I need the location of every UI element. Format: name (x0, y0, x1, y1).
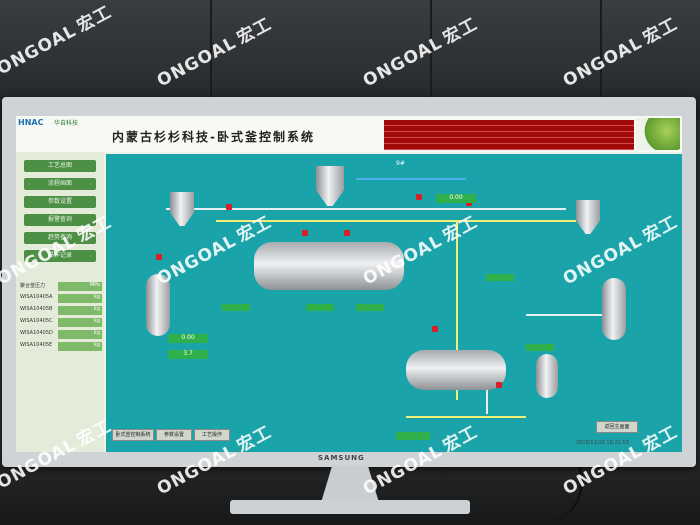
nav-button[interactable]: 趋势查询 (24, 232, 96, 244)
pipe (216, 220, 576, 222)
wall-seam (430, 0, 432, 120)
readout-box (222, 304, 250, 311)
horizontal-reactor[interactable] (406, 350, 506, 390)
readout-box: 3.7 (168, 350, 208, 359)
valve-icon[interactable] (226, 204, 232, 210)
storage-tank[interactable] (146, 274, 170, 336)
wall-seam (600, 0, 602, 120)
readout-box (396, 432, 430, 440)
monitor-brand: SAMSUNG (318, 454, 365, 462)
readout-box (526, 344, 554, 351)
pipe (356, 178, 466, 180)
pipe (406, 416, 526, 418)
bottom-button[interactable]: 工艺操作 (194, 429, 230, 441)
pipe (166, 208, 566, 210)
company-name: 华自科技 (54, 120, 79, 127)
valve-icon[interactable] (416, 194, 422, 200)
nav-button[interactable]: 操作记录 (24, 250, 96, 262)
storage-tank[interactable] (602, 278, 626, 340)
readout-box (306, 304, 334, 311)
hopper-tank[interactable] (316, 166, 344, 206)
valve-icon[interactable] (432, 326, 438, 332)
scada-screen: HNAC 华自科技 内蒙古杉杉科技-卧式釜控制系统 工艺总图 流程画面 参数设置… (16, 116, 682, 452)
valve-icon[interactable] (344, 230, 350, 236)
leaf-decoration (636, 118, 680, 150)
readout-box (356, 304, 384, 311)
valve-icon[interactable] (156, 254, 162, 260)
bottom-button[interactable]: 卧式釜控制系统 (112, 429, 154, 441)
timestamp: 2019/11/18 16:21:53 (576, 440, 629, 446)
hopper-tank[interactable] (170, 192, 194, 226)
horizontal-reactor[interactable] (254, 242, 404, 290)
bottom-button[interactable]: 参数设置 (156, 429, 192, 441)
wall-seam (210, 0, 212, 120)
page-title: 内蒙古杉杉科技-卧式釜控制系统 (112, 130, 315, 144)
hopper-tank[interactable] (576, 200, 600, 234)
exit-button[interactable]: 返回主画面 (596, 421, 638, 433)
readout-box: 0.00 (436, 194, 476, 203)
readout-box: 0.00 (168, 334, 208, 343)
process-diagram: 9# 0.00 0.00 3.7 (106, 154, 682, 452)
nav-button[interactable]: 工艺总图 (24, 160, 96, 172)
hnac-logo: HNAC (18, 118, 44, 127)
pipe (456, 220, 458, 400)
monitor-foot (230, 500, 470, 514)
pipe (526, 314, 606, 316)
storage-tank[interactable] (536, 354, 558, 398)
alarm-banner[interactable] (384, 120, 634, 150)
nav-button[interactable]: 报警查询 (24, 214, 96, 226)
nav-button[interactable]: 流程画面 (24, 178, 96, 190)
unit-number: 9# (396, 160, 405, 167)
valve-icon[interactable] (466, 200, 472, 206)
valve-icon[interactable] (496, 382, 502, 388)
nav-button[interactable]: 参数设置 (24, 196, 96, 208)
valve-icon[interactable] (302, 230, 308, 236)
readout-box (486, 274, 514, 281)
